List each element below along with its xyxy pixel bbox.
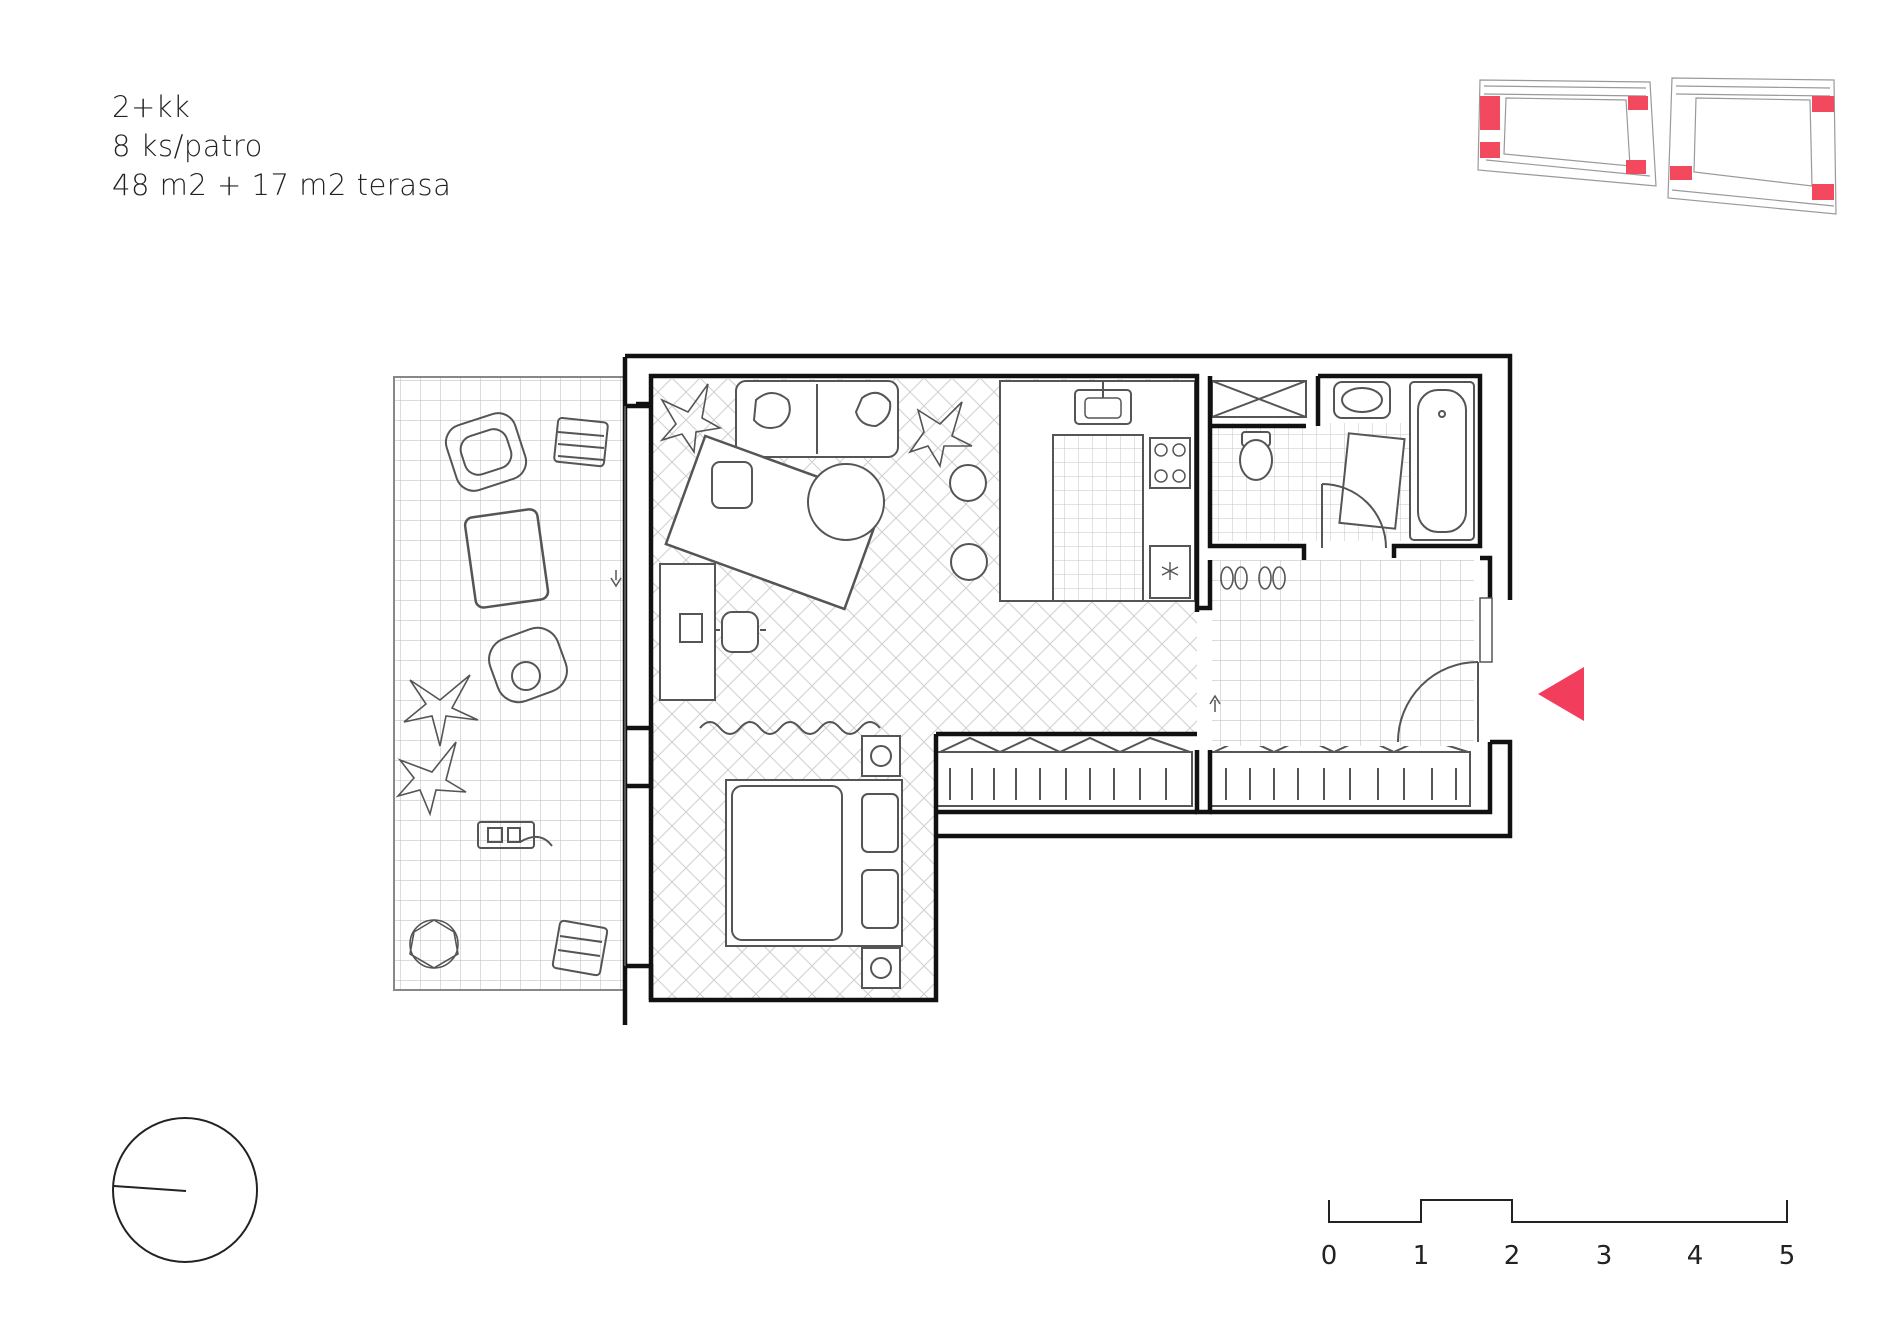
toilet <box>1239 431 1273 481</box>
unit-type: 2+kk <box>112 90 191 124</box>
key-plan-left <box>1477 79 1657 187</box>
bathroom-door-swing <box>1321 483 1387 549</box>
scale-label: 5 <box>1779 1241 1796 1271</box>
shoes <box>1220 566 1286 590</box>
desk <box>659 563 766 701</box>
terrace-folding-chair-2 <box>551 919 609 977</box>
terrace-table <box>463 508 550 609</box>
hangers <box>949 768 1457 800</box>
wardrobe <box>935 736 1471 807</box>
terrace-deck-chair <box>477 821 553 849</box>
kitchen-counter <box>999 380 1196 602</box>
unit-info: 2+kk 8 ks/patro 48 m2 + 17 m2 terasa <box>112 88 451 205</box>
unit-area: 48 m2 + 17 m2 terasa <box>112 168 452 202</box>
washer <box>1338 432 1406 530</box>
hallway-floor <box>1212 560 1474 746</box>
curtain <box>699 721 881 735</box>
scale-label: 1 <box>1413 1241 1430 1271</box>
indoor-plant <box>659 383 973 469</box>
unit-count: 8 ks/patro <box>112 129 263 163</box>
washbasin <box>1333 381 1391 419</box>
scale-bar: 0 1 2 3 4 5 <box>1321 1199 1796 1271</box>
key-plan-right <box>1667 77 1837 215</box>
snowflake-icon <box>1161 562 1179 580</box>
stool <box>949 464 987 502</box>
terrace-lounge-chair <box>488 626 568 704</box>
north-compass-icon <box>112 1117 258 1263</box>
terrace-folding-chair <box>553 417 609 468</box>
entrance-triangle-icon <box>1538 667 1584 721</box>
living-rug <box>664 434 886 611</box>
scale-label: 3 <box>1596 1241 1613 1271</box>
terrace-armchair <box>444 412 528 492</box>
terrace-plant <box>395 674 479 969</box>
double-bed <box>725 735 903 989</box>
scale-label: 2 <box>1504 1241 1521 1271</box>
shower <box>1211 380 1307 418</box>
scale-label: 0 <box>1321 1241 1338 1271</box>
window <box>1479 597 1493 663</box>
stool <box>950 543 988 581</box>
bathtub <box>1409 381 1475 541</box>
entrance-door-swing <box>1397 661 1479 743</box>
sofa <box>735 380 899 458</box>
terrace <box>393 376 625 991</box>
scale-label: 4 <box>1687 1241 1704 1271</box>
